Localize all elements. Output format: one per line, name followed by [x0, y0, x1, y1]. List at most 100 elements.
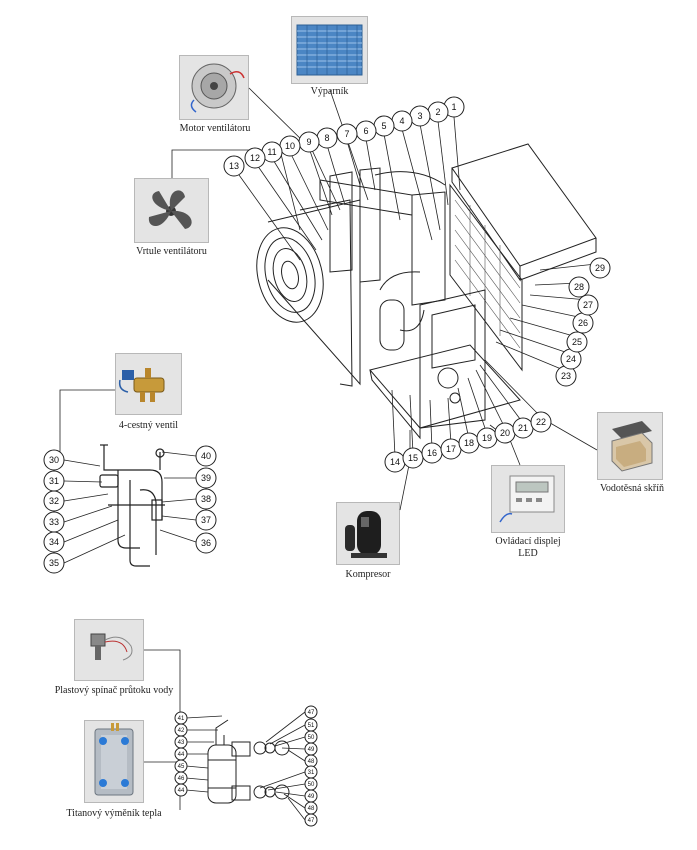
callout-exchanger-left-44: 44 — [174, 747, 188, 761]
valve-assembly-drawing — [99, 444, 165, 567]
callout-circle — [336, 123, 358, 145]
callout-main-unit-26: 26 — [572, 312, 594, 334]
callout-number: 15 — [408, 453, 418, 463]
callout-number: 35 — [49, 558, 59, 568]
callout-number: 49 — [308, 747, 315, 753]
callout-number: 18 — [464, 438, 474, 448]
evaporator-icon — [296, 24, 363, 76]
callout-number: 24 — [566, 354, 576, 364]
callout-main-unit-6: 6 — [355, 120, 377, 142]
callout-number: 39 — [201, 473, 211, 483]
callout-number: 44 — [178, 788, 185, 794]
callout-circle — [43, 449, 65, 471]
callout-number: 16 — [427, 448, 437, 458]
callout-number: 48 — [308, 759, 315, 765]
main-unit-drawing — [256, 143, 597, 440]
callout-main-unit-22: 22 — [530, 411, 552, 433]
callout-circle — [568, 276, 590, 298]
callout-exchanger-right-47: 47 — [304, 813, 318, 827]
callout-main-unit-20: 20 — [494, 422, 516, 444]
callout-main-unit-25: 25 — [566, 331, 588, 353]
callout-exchanger-right-49: 49 — [304, 742, 318, 756]
callout-number: 26 — [578, 318, 588, 328]
callout-main-unit-3: 3 — [409, 105, 431, 127]
callout-number: 36 — [201, 538, 211, 548]
callout-main-unit-28: 28 — [568, 276, 590, 298]
callout-number: 28 — [574, 282, 584, 292]
callout-number: 20 — [500, 428, 510, 438]
callout-main-unit-18: 18 — [458, 432, 480, 454]
callout-valve-assembly-35: 35 — [43, 552, 65, 574]
callout-main-unit-5: 5 — [373, 115, 395, 137]
callout-number: 49 — [308, 794, 315, 800]
callout-circle — [566, 331, 588, 353]
callout-circle — [195, 445, 217, 467]
fan-blade-icon — [148, 190, 192, 229]
callout-exchanger-right-49: 49 — [304, 789, 318, 803]
waterproof-box-photo — [597, 412, 663, 480]
callout-exchanger-right-51: 51 — [304, 718, 318, 732]
callout-number: 10 — [285, 141, 295, 151]
callout-number: 47 — [308, 710, 315, 716]
titanium-exchanger-icon — [94, 723, 134, 796]
callout-circle — [195, 532, 217, 554]
callout-number: 38 — [201, 494, 211, 504]
callout-circle — [577, 294, 599, 316]
callout-number: 3 — [417, 111, 422, 121]
fan-motor-photo — [179, 55, 249, 120]
callout-number: 47 — [308, 818, 315, 824]
callout-circle — [43, 490, 65, 512]
leader-lines — [59, 87, 598, 821]
callout-number: 2 — [435, 107, 440, 117]
callout-number: 23 — [561, 371, 571, 381]
callout-number: 1 — [451, 102, 456, 112]
fan-motor-icon — [190, 63, 245, 113]
callout-number: 43 — [178, 740, 185, 746]
callout-number: 45 — [178, 764, 185, 770]
waterproof-box-icon — [611, 421, 653, 472]
callout-main-unit-9: 9 — [298, 131, 320, 153]
callout-main-unit-21: 21 — [512, 417, 534, 439]
led-display-photo — [491, 465, 565, 533]
callout-valve-assembly-33: 33 — [43, 511, 65, 533]
callout-number: 51 — [308, 723, 315, 729]
callout-number: 8 — [324, 133, 329, 143]
callout-main-unit-7: 7 — [336, 123, 358, 145]
callout-main-unit-8: 8 — [316, 127, 338, 149]
compressor-label: Kompresor — [345, 569, 391, 580]
callout-circle — [174, 783, 188, 797]
callout-circle — [43, 531, 65, 553]
callout-circle — [244, 147, 266, 169]
four-way-valve-icon — [118, 368, 165, 402]
callout-main-unit-13: 13 — [223, 155, 245, 177]
callout-number: 30 — [49, 455, 59, 465]
callout-circle — [195, 509, 217, 531]
callout-exchanger-right-50: 50 — [304, 730, 318, 744]
callout-number: 13 — [229, 161, 239, 171]
callout-valve-assembly-30: 30 — [43, 449, 65, 471]
led-display-icon — [499, 475, 555, 523]
callout-exchanger-left-43: 43 — [174, 735, 188, 749]
callout-valve-assembly-40: 40 — [195, 445, 217, 467]
callout-circle — [195, 467, 217, 489]
callout-valve-assembly-32: 32 — [43, 490, 65, 512]
callout-number: 34 — [49, 537, 59, 547]
callout-main-unit-12: 12 — [244, 147, 266, 169]
four-way-valve-photo — [115, 353, 182, 415]
callout-number: 50 — [308, 782, 315, 788]
callout-valve-assembly-38: 38 — [195, 488, 217, 510]
callout-number: 19 — [482, 433, 492, 443]
callout-number: 25 — [572, 337, 582, 347]
callout-number: 41 — [178, 716, 185, 722]
callout-exchanger-right-31: 31 — [304, 765, 318, 779]
callout-number: 42 — [178, 728, 185, 734]
callout-circle — [43, 552, 65, 574]
callout-valve-assembly-37: 37 — [195, 509, 217, 531]
fan-blade-photo — [134, 178, 209, 243]
callout-circle — [589, 257, 611, 279]
titanium-exchanger-label: Titanový výměník tepla — [66, 808, 162, 819]
callout-main-unit-15: 15 — [402, 447, 424, 469]
callout-main-unit-2: 2 — [427, 101, 449, 123]
callout-main-unit-14: 14 — [384, 451, 406, 473]
callout-valve-assembly-39: 39 — [195, 467, 217, 489]
